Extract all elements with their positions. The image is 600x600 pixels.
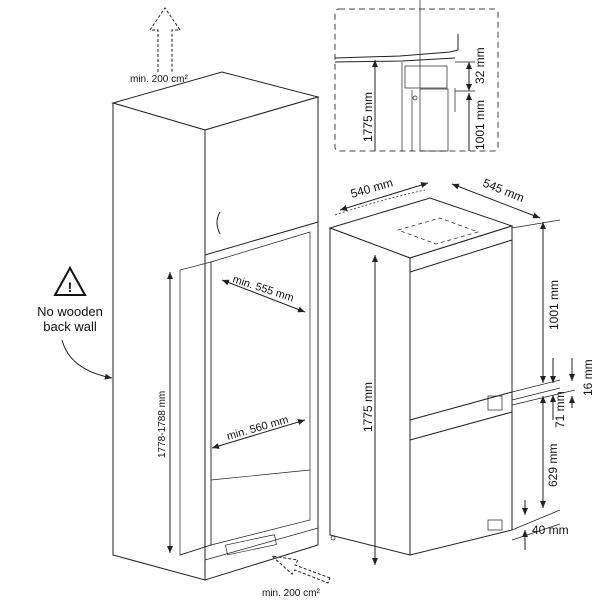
cabinet-height-label: 1778-1788 mm <box>157 391 168 458</box>
vent-top-label: min. 200 cm² <box>130 74 188 85</box>
fridge-lower-label: 629 mm <box>546 444 560 487</box>
cabinet-side <box>112 102 206 581</box>
fridge-drawing <box>328 189 514 556</box>
fridge-upper-label: 1001 mm <box>547 280 561 330</box>
warning-text-line1: No wooden <box>37 304 103 319</box>
fridge-gap2-label: 71 mm <box>553 391 567 428</box>
vent-bottom-label: min. 200 cm² <box>262 588 320 599</box>
warning-triangle-icon: ! <box>53 265 87 296</box>
cabinet-front <box>204 96 319 581</box>
fridge-front <box>409 225 513 556</box>
cabinet-depth-dim <box>221 279 306 313</box>
fridge-width-dim <box>339 182 429 211</box>
vent-up-arrow <box>149 7 181 72</box>
fridge-depth-label: 545 mm <box>481 176 526 205</box>
cabinet-width-dim <box>211 419 306 449</box>
fridge-width-label: 540 mm <box>349 175 395 200</box>
detail-gap-label: 32 mm <box>473 47 487 84</box>
svg-text:!: ! <box>68 279 73 295</box>
door-handle <box>216 211 221 235</box>
warning-text-line2: back wall <box>43 319 97 334</box>
detail-upper-label: 1001 mm <box>473 100 487 150</box>
cabinet-drawing <box>111 71 320 581</box>
vent-in-arrow <box>270 555 331 584</box>
fridge-height-label: 1775 mm <box>361 382 375 432</box>
detail-height-label: 1775 mm <box>361 92 375 142</box>
bottom-vent-slot <box>225 534 277 556</box>
warning-pointer-arrow <box>61 339 113 380</box>
detail-drawing <box>334 0 459 152</box>
fridge-bottom-label: 40 mm <box>532 523 569 537</box>
fridge-gap1-label: 16 mm <box>581 359 595 396</box>
fridge-depth-dim <box>451 183 541 219</box>
